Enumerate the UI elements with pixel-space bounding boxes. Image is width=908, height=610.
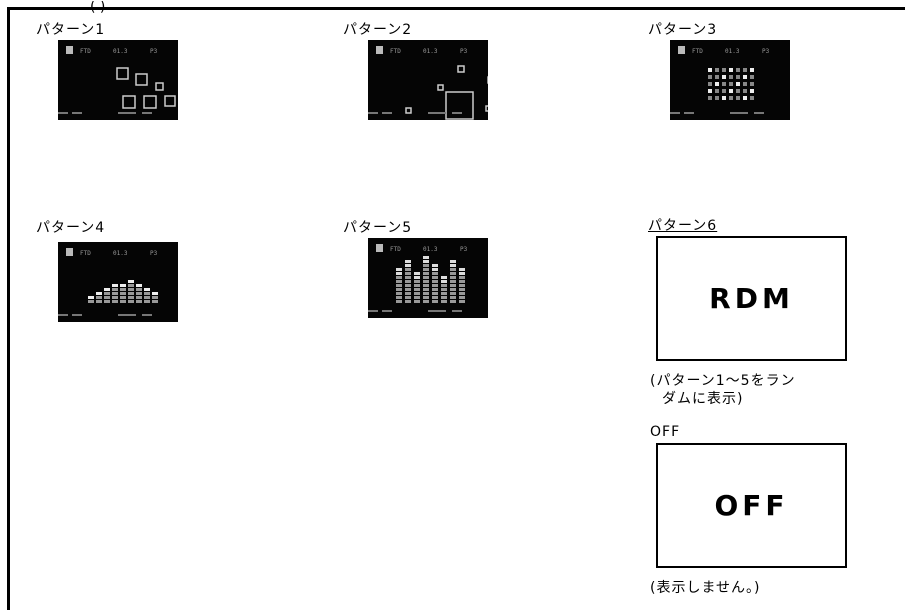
svg-text:P3: P3 xyxy=(150,250,158,257)
svg-text:FTD: FTD xyxy=(390,246,401,253)
status-right: P3 xyxy=(150,48,158,55)
pattern2-label: パターン2 xyxy=(343,22,413,38)
pattern5-screen: FTD 01.3 P3 xyxy=(368,238,488,318)
off-label: OFF xyxy=(650,424,681,440)
pattern1-screen: FTD 01.3 P3 xyxy=(58,40,178,120)
cut-off-heading: ( ) xyxy=(90,1,106,13)
status-left: FTD xyxy=(80,48,91,55)
svg-text:01.3: 01.3 xyxy=(423,246,438,253)
pattern4-label: パターン4 xyxy=(36,220,106,236)
pattern6-note-line1: (パターン1～5をラン xyxy=(650,373,796,389)
page-frame: ( ) xyxy=(7,1,905,610)
off-note: (表示しません。) xyxy=(650,580,761,596)
menu-icon xyxy=(66,46,73,54)
pattern2-screen: FTD 01.3 P3 xyxy=(368,40,488,120)
pattern6-note: (パターン1～5をラン ダムに表示) xyxy=(650,372,796,408)
footer-mark xyxy=(58,112,68,114)
pattern3-label: パターン3 xyxy=(648,22,718,38)
svg-text:01.3: 01.3 xyxy=(113,250,128,257)
svg-text:01.3: 01.3 xyxy=(725,48,740,55)
pattern5-label: パターン5 xyxy=(343,220,413,236)
pattern4-screen: FTD 01.3 P3 xyxy=(58,242,178,322)
pattern1-label: パターン1 xyxy=(36,22,106,38)
pattern6-box: RDM xyxy=(656,236,847,361)
svg-text:01.3: 01.3 xyxy=(423,48,438,55)
svg-text:FTD: FTD xyxy=(692,48,703,55)
pattern3-screen: FTD 01.3 P3 xyxy=(670,40,790,120)
svg-text:FTD: FTD xyxy=(80,250,91,257)
rdm-text: RDM xyxy=(709,282,794,315)
svg-text:P3: P3 xyxy=(762,48,770,55)
svg-text:P3: P3 xyxy=(460,246,468,253)
off-box: OFF xyxy=(656,443,847,568)
status-mid: 01.3 xyxy=(113,48,128,55)
pattern6-note-line2: ダムに表示) xyxy=(662,391,744,407)
svg-text:P3: P3 xyxy=(460,48,468,55)
svg-text:FTD: FTD xyxy=(390,48,401,55)
pattern6-label: パターン6 xyxy=(648,218,718,234)
off-text: OFF xyxy=(714,489,789,522)
